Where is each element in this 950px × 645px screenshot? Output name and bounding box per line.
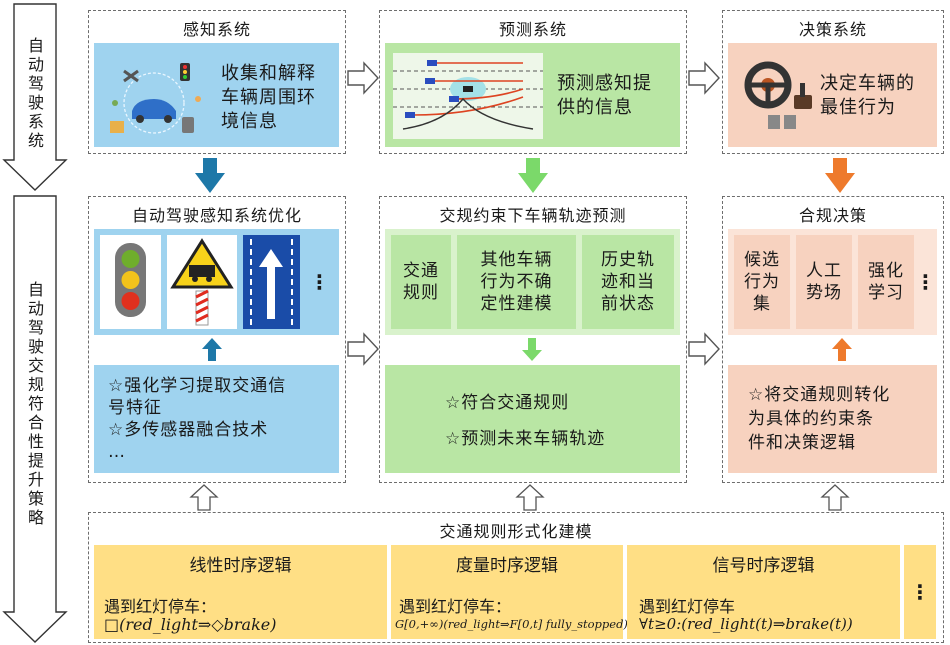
side-bottom-char: 驶	[27, 337, 44, 356]
side-top-char: 自	[27, 36, 44, 55]
formal-modeling-title: 交通规则形式化建模	[439, 522, 593, 541]
perception-signs-panel: ⋮	[94, 229, 339, 335]
perception-methods-text: ☆强化学习提取交通信 号特征 ☆多传感器融合技术 …	[108, 376, 287, 462]
perception-system-box: 感知系统 收集和解释 车辆周围环 境信息	[88, 10, 346, 154]
side-top-char: 统	[27, 131, 44, 150]
arrow-right-2	[688, 61, 720, 95]
method-reinforcement-learning: 强化 学习	[858, 235, 914, 329]
logic-stl-example: 遇到红灯停车	[639, 597, 736, 616]
side-bottom-char: 动	[27, 299, 44, 318]
decision-result-panel: ☆将交通规则转化 为具体的约束条 件和决策逻辑	[728, 365, 937, 473]
side-top-char: 动	[27, 55, 44, 74]
prediction-system-desc: 预测感知提 供的信息	[557, 73, 652, 118]
perception-optimization-box: 自动驾驶感知系统优化 ⋮	[88, 196, 346, 483]
down-arrow-orange	[825, 158, 855, 193]
down-arrow-blue	[195, 158, 225, 193]
side-label-strategy: 自动驾驶交规符合性提升策略	[26, 280, 46, 527]
more-signs-indicator: ⋮	[309, 270, 330, 294]
up-arrow-hollow-2	[515, 484, 545, 511]
compliant-decision-box: 合规决策 候选 行为 集 人工 势场 强化 学习 ⋮ ☆将交通规则转化 为具体的…	[722, 196, 944, 483]
more-methods-indicator: ⋮	[915, 270, 937, 294]
perception-methods-panel: ☆强化学习提取交通信 号特征 ☆多传感器融合技术 …	[94, 365, 339, 473]
decision-methods-panel: 候选 行为 集 人工 势场 强化 学习 ⋮	[728, 229, 937, 335]
side-bottom-char: 合	[27, 413, 44, 432]
formal-modeling-box: 交通规则形式化建模 线性时序逻辑 遇到红灯停车： □(red_light⇒◇br…	[88, 512, 944, 643]
trajectory-prediction-icon	[393, 53, 543, 139]
side-bottom-char: 自	[27, 280, 44, 299]
logic-mtl-name: 度量时序逻辑	[456, 556, 558, 576]
arrow-right-3	[347, 332, 379, 366]
logic-stl: 信号时序逻辑 遇到红灯停车 ∀t≥0:(red_light(t)⇒brake(t…	[627, 545, 900, 639]
prediction-system-box: 预测系统 预测感知提 供的信息	[379, 10, 687, 154]
lane-sign-tile	[243, 235, 300, 329]
decision-system-desc: 决定车辆的 最佳行为	[820, 73, 915, 118]
side-bottom-char: 性	[27, 432, 44, 451]
up-arrow-hollow-1	[189, 484, 219, 511]
input-traffic-rules: 交通 规则	[391, 235, 451, 329]
side-bottom-char: 升	[27, 470, 44, 489]
side-bottom-char: 交	[27, 356, 44, 375]
more-logics-indicator: ⋮	[904, 545, 936, 639]
input-behavior-uncertainty: 其他车辆 行为不确 定性建模	[457, 235, 576, 329]
compliant-decision-title: 合规决策	[798, 206, 867, 225]
side-bottom-char: 符	[27, 394, 44, 413]
logic-ltl-example: 遇到红灯停车：	[104, 597, 217, 616]
side-label-system: 自动驾驶系统	[26, 36, 46, 150]
sensor-network-icon	[110, 63, 201, 134]
prediction-result-1: ☆符合交通规则	[445, 393, 570, 413]
side-top-char: 驾	[27, 74, 44, 93]
trajectory-prediction-title: 交规约束下车辆轨迹预测	[439, 206, 627, 225]
perception-system-desc: 收集和解释 车辆周围环 境信息	[221, 63, 316, 132]
prediction-system-title: 预测系统	[498, 20, 567, 39]
logic-ltl-formula: □(red_light⇒◇brake)	[104, 615, 277, 634]
down-arrow-green	[518, 158, 548, 193]
prediction-system-panel: 预测感知提 供的信息	[385, 43, 680, 147]
prediction-result-2: ☆预测未来车辆轨迹	[445, 429, 606, 449]
logic-ltl: 线性时序逻辑 遇到红灯停车： □(red_light⇒◇brake)	[94, 545, 387, 639]
traffic-light-tile	[100, 235, 161, 329]
logic-stl-formula: ∀t≥0:(red_light(t)⇒brake(t))	[639, 615, 853, 633]
trajectory-prediction-box: 交规约束下车辆轨迹预测 交通 规则 其他车辆 行为不确 定性建模 历史轨 迹和当…	[379, 196, 687, 483]
up-arrow-blue	[202, 338, 222, 361]
railway-crossing-sign-icon	[170, 238, 234, 326]
input-history-state: 历史轨 迹和当 前状态	[582, 235, 674, 329]
side-top-char: 驶	[27, 93, 44, 112]
arrow-right-1	[347, 61, 379, 95]
side-bottom-char: 策	[27, 489, 44, 508]
side-arrows	[2, 3, 68, 643]
railway-sign-tile	[167, 235, 237, 329]
perception-optimization-title: 自动驾驶感知系统优化	[131, 206, 302, 225]
down-arrow-small-green	[522, 338, 542, 361]
side-bottom-char: 提	[27, 451, 44, 470]
decision-result-text: ☆将交通规则转化 为具体的约束条 件和决策逻辑	[748, 385, 891, 453]
logic-mtl: 度量时序逻辑 遇到红灯停车： G[0,+∞)(red_light⇒F[0,t] …	[391, 545, 628, 639]
method-candidate-actions: 候选 行为 集	[734, 235, 790, 329]
perception-system-panel: 收集和解释 车辆周围环 境信息	[94, 43, 339, 147]
arrow-right-4	[688, 332, 720, 366]
method-potential-field: 人工 势场	[796, 235, 852, 329]
side-bottom-char: 规	[27, 375, 44, 394]
logic-mtl-example: 遇到红灯停车：	[399, 597, 512, 616]
decision-system-box: 决策系统 决定车辆的 最佳行为	[722, 10, 944, 154]
up-arrow-hollow-3	[820, 484, 850, 511]
steering-wheel-icon	[744, 61, 812, 129]
up-arrow-orange	[832, 338, 852, 361]
decision-system-title: 决策系统	[798, 20, 867, 39]
logic-stl-name: 信号时序逻辑	[712, 556, 815, 576]
side-bottom-char: 驾	[27, 318, 44, 337]
traffic-light-icon	[115, 243, 146, 317]
decision-system-panel: 决定车辆的 最佳行为	[728, 43, 937, 147]
straight-lane-arrow-icon	[250, 239, 293, 325]
perception-system-title: 感知系统	[182, 20, 251, 39]
side-top-char: 系	[27, 112, 44, 131]
prediction-inputs-panel: 交通 规则 其他车辆 行为不确 定性建模 历史轨 迹和当 前状态	[385, 229, 680, 335]
logic-mtl-formula: G[0,+∞)(red_light⇒F[0,t] fully_stopped)	[395, 617, 628, 631]
side-bottom-char: 略	[27, 508, 44, 527]
prediction-results-panel: ☆符合交通规则 ☆预测未来车辆轨迹	[385, 365, 680, 473]
logic-ltl-name: 线性时序逻辑	[189, 556, 292, 576]
